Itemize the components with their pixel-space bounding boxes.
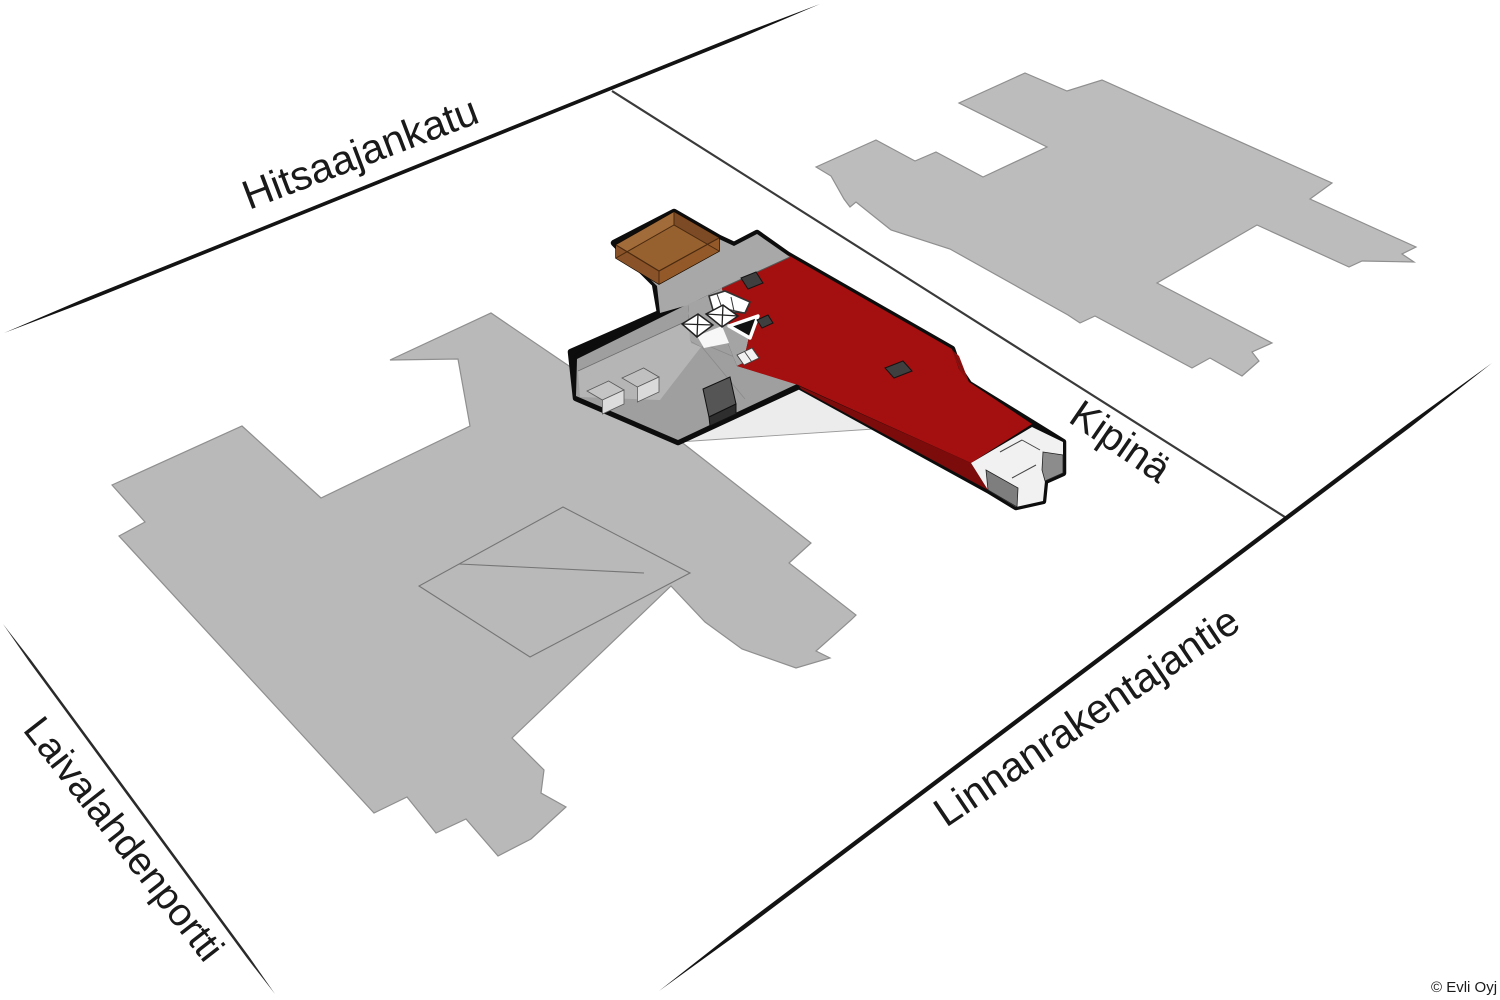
svg-text:© Evli Oyj: © Evli Oyj (1431, 979, 1497, 996)
